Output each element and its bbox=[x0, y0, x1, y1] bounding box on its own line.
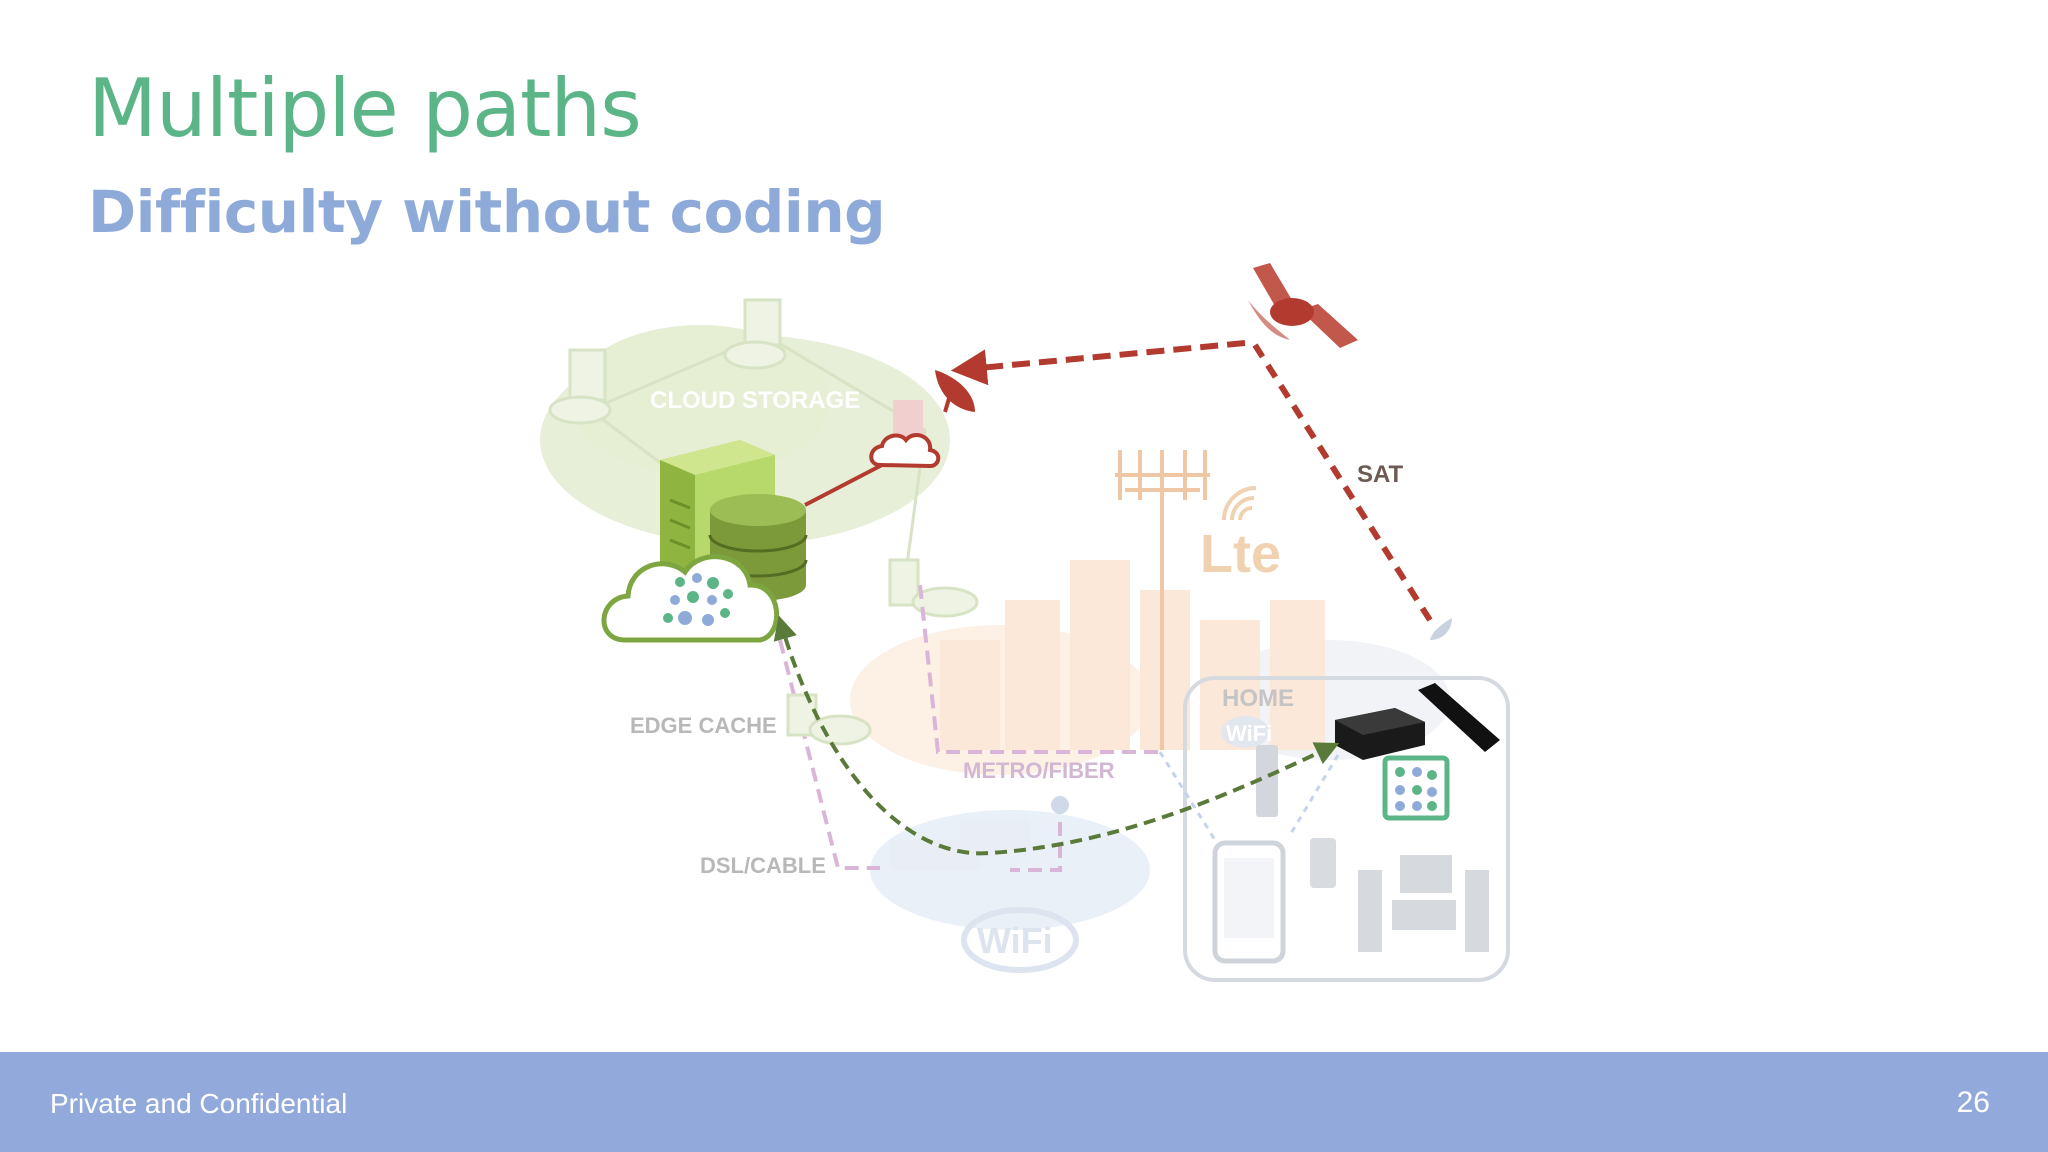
smartphone-icon bbox=[1212, 840, 1286, 964]
cloud-node-icon bbox=[548, 348, 612, 425]
cloud-node-icon bbox=[888, 558, 979, 618]
uplink-cloud-icon bbox=[869, 400, 941, 469]
dsl-cable-label: DSL/CABLE bbox=[700, 853, 826, 878]
coded-packet-icon bbox=[1382, 755, 1450, 821]
slide-subtitle: Difficulty without coding bbox=[88, 178, 886, 246]
wifi-badge: WiFi bbox=[961, 907, 1079, 973]
cloud-storage-label: CLOUD STORAGE bbox=[650, 387, 860, 414]
home-theater-icon bbox=[1358, 855, 1489, 952]
metro-fiber-label: METRO/FIBER bbox=[963, 758, 1115, 783]
home-wifi-badge: WiFi bbox=[1221, 716, 1272, 748]
sat-downlink-path bbox=[1252, 343, 1438, 630]
edge-cache-label: EDGE CACHE bbox=[630, 713, 777, 738]
lte-label: Lte bbox=[1200, 524, 1281, 584]
set-top-box-icon bbox=[1335, 708, 1425, 760]
satellite-dish-icon bbox=[935, 370, 975, 413]
svg-text:WiFi: WiFi bbox=[1226, 721, 1272, 746]
coded-cloud-icon bbox=[601, 554, 780, 643]
footer-bar: Private and Confidential 26 bbox=[0, 1052, 2048, 1152]
signal-icon bbox=[1222, 486, 1257, 521]
satellite-icon bbox=[1248, 263, 1358, 348]
cloud-node-icon bbox=[723, 298, 787, 370]
home-label: HOME bbox=[1222, 685, 1294, 712]
remote-control-icon bbox=[1418, 683, 1500, 752]
svg-text:WiFi: WiFi bbox=[977, 920, 1053, 961]
home-links bbox=[1158, 751, 1340, 841]
sat-label: SAT bbox=[1357, 461, 1404, 488]
sat-path bbox=[950, 340, 1246, 386]
slide-title: Multiple paths bbox=[88, 62, 642, 155]
server-uplink bbox=[804, 463, 883, 507]
home-box bbox=[1183, 676, 1510, 982]
coded-path bbox=[773, 615, 1340, 856]
home-dish-icon bbox=[1430, 618, 1452, 640]
page-number: 26 bbox=[1956, 1086, 1990, 1119]
network-diagram: Lte CLOUD STORAGE EDGE CACHE METRO/FIBER… bbox=[540, 263, 1510, 982]
router-icon bbox=[890, 796, 1069, 870]
footer-confidential-label: Private and Confidential bbox=[50, 1088, 348, 1119]
phone-icon bbox=[1310, 838, 1336, 888]
